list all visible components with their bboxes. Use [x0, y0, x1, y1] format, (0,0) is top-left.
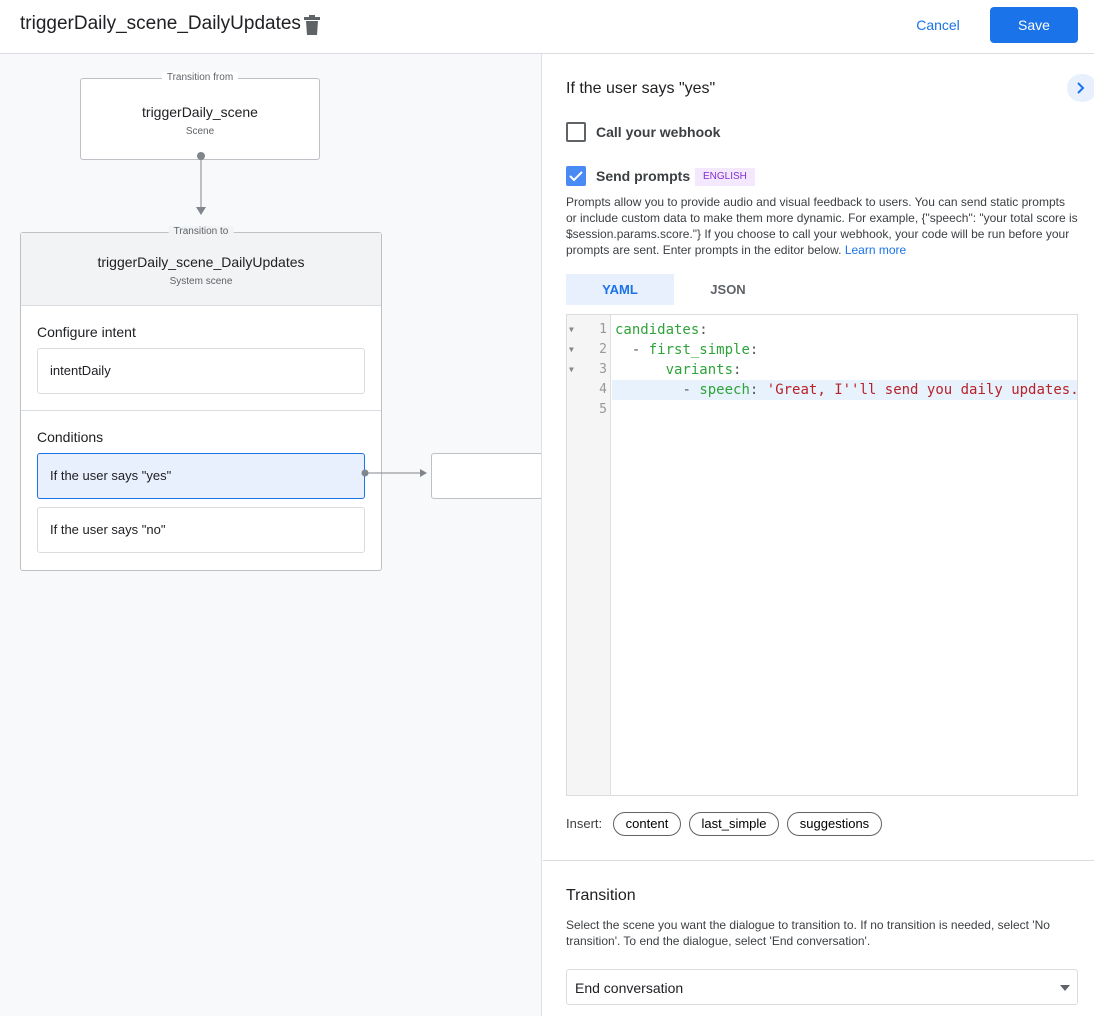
- divider: [543, 860, 1094, 861]
- condition-connector: [361, 469, 427, 477]
- panel-title: If the user says "yes": [566, 80, 716, 97]
- header: triggerDaily_scene_DailyUpdates Cancel S…: [0, 0, 1094, 54]
- transition-to-label: Transition to: [168, 226, 234, 237]
- insert-label: Insert:: [566, 816, 603, 831]
- transition-select[interactable]: End conversation: [566, 969, 1078, 1005]
- page-title: triggerDaily_scene_DailyUpdates: [20, 13, 301, 34]
- target-scene-node[interactable]: [431, 453, 541, 499]
- cancel-button[interactable]: Cancel: [905, 8, 971, 42]
- description-text: Prompts allow you to provide audio and v…: [566, 195, 1078, 257]
- line-number: 2: [599, 342, 607, 357]
- code-line: - speech: 'Great, I''ll send you daily u…: [682, 382, 1079, 398]
- learn-more-link[interactable]: Learn more: [844, 243, 907, 257]
- transition-description: Select the scene you want the dialogue t…: [566, 918, 1050, 948]
- fold-icon[interactable]: ▼: [569, 345, 574, 354]
- active-line-highlight: [612, 380, 1077, 400]
- code-line: - first_simple:: [631, 342, 759, 358]
- collapse-panel-button[interactable]: [1067, 74, 1094, 102]
- conditions-heading: Conditions: [37, 429, 104, 445]
- line-number: 1: [599, 322, 607, 337]
- intent-item[interactable]: intentDaily: [37, 348, 365, 394]
- language-badge: ENGLISH: [695, 168, 755, 186]
- insert-last-simple-chip[interactable]: last_simple: [689, 812, 779, 836]
- condition-no[interactable]: If the user says "no": [37, 507, 365, 553]
- flow-canvas[interactable]: Transition from triggerDaily_scene Scene…: [0, 54, 542, 1016]
- from-scene-type: Scene: [185, 126, 215, 137]
- code-editor[interactable]: ▼ ▼ ▼ 1 2 3 4 5 candidates: - first_simp…: [566, 314, 1079, 796]
- configure-intent-heading: Configure intent: [37, 324, 136, 340]
- dropdown-arrow-icon: [1060, 985, 1070, 991]
- webhook-checkbox[interactable]: [566, 122, 586, 142]
- insert-content-chip[interactable]: content: [613, 812, 681, 836]
- transition-from-label: Transition from: [161, 72, 239, 83]
- to-scene-title: triggerDaily_scene_DailyUpdates: [97, 254, 305, 270]
- transition-selected-value: End conversation: [575, 980, 684, 996]
- to-scene-type: System scene: [169, 276, 233, 287]
- prompts-description: Prompts allow you to provide audio and v…: [566, 194, 1078, 258]
- prompts-checkbox[interactable]: [566, 166, 586, 186]
- prompts-label: Send prompts: [596, 168, 691, 184]
- fold-icon[interactable]: ▼: [569, 325, 574, 334]
- line-number: 5: [599, 402, 607, 417]
- condition-yes[interactable]: If the user says "yes": [37, 453, 365, 499]
- code-line: candidates:: [615, 322, 708, 338]
- chevron-right-icon: [1077, 82, 1085, 94]
- webhook-label: Call your webhook: [596, 124, 721, 140]
- code-line: variants:: [665, 362, 742, 378]
- delete-icon[interactable]: [304, 15, 320, 35]
- from-scene-title: triggerDaily_scene: [142, 104, 258, 120]
- fold-icon[interactable]: ▼: [569, 365, 574, 374]
- transition-connector: [196, 152, 206, 215]
- line-number: 3: [599, 362, 607, 377]
- line-number: 4: [599, 382, 607, 397]
- check-icon: [569, 171, 583, 182]
- tab-yaml[interactable]: YAML: [566, 274, 674, 305]
- tab-json[interactable]: JSON: [710, 282, 746, 297]
- transition-from-node[interactable]: Transition from triggerDaily_scene Scene: [80, 72, 320, 160]
- insert-suggestions-chip[interactable]: suggestions: [787, 812, 882, 836]
- editor-gutter: [567, 315, 611, 795]
- save-button[interactable]: Save: [990, 7, 1078, 43]
- transition-to-node: Transition to triggerDaily_scene_DailyUp…: [20, 226, 382, 571]
- transition-heading: Transition: [566, 887, 636, 904]
